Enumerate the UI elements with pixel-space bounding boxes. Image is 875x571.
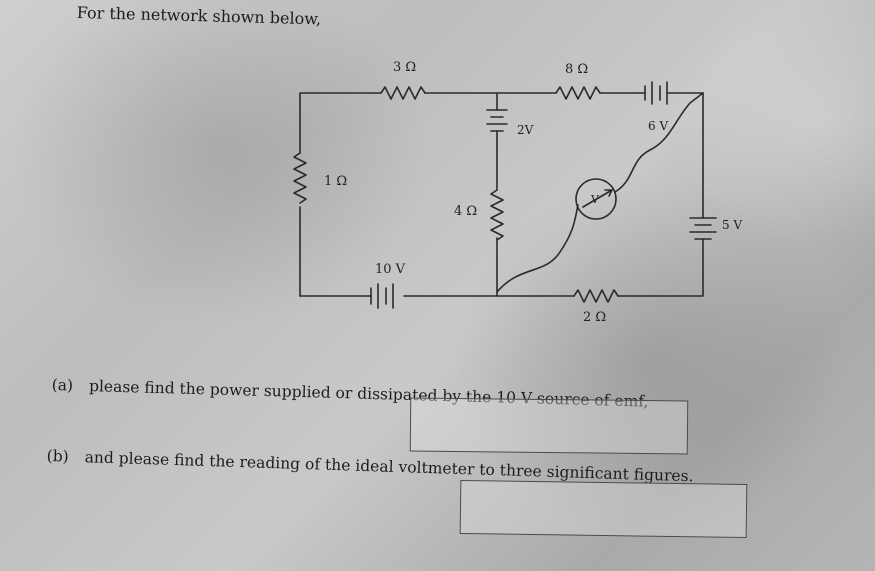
voltmeter-needle — [582, 189, 613, 208]
label-6v: 6 V — [648, 119, 668, 133]
battery-2v — [486, 109, 508, 132]
label-4-ohm: 4 Ω — [454, 204, 477, 219]
resistor-8-ohm — [555, 86, 601, 100]
label-2v: 2V — [517, 123, 534, 137]
question-a-label: (a) — [51, 376, 74, 395]
answer-box-a[interactable] — [409, 397, 689, 455]
left-top-wire — [299, 92, 382, 154]
voltmeter-lead-lower — [496, 204, 579, 293]
voltmeter-label: V — [590, 193, 600, 206]
resistor-1-ohm — [293, 152, 307, 204]
battery-5v — [689, 217, 717, 240]
label-2-ohm: 2 Ω — [583, 310, 606, 325]
label-3-ohm: 3 Ω — [393, 60, 416, 75]
resistor-4-ohm — [490, 189, 504, 241]
voltmeter-circle — [575, 178, 617, 220]
right-top-wire — [666, 92, 704, 219]
question-b-label: (b) — [46, 447, 70, 466]
voltmeter-lead-upper — [614, 92, 704, 193]
label-10v: 10 V — [375, 262, 406, 277]
label-5v: 5 V — [722, 218, 742, 232]
label-8-ohm: 8 Ω — [565, 62, 588, 77]
answer-box-b[interactable] — [459, 479, 748, 539]
resistor-3-ohm — [380, 86, 426, 100]
resistor-2-ohm — [573, 289, 619, 303]
label-1-ohm: 1 Ω — [324, 174, 347, 189]
right-bottom-wire — [617, 238, 704, 297]
battery-6v — [644, 81, 668, 105]
battery-10v — [370, 283, 394, 309]
